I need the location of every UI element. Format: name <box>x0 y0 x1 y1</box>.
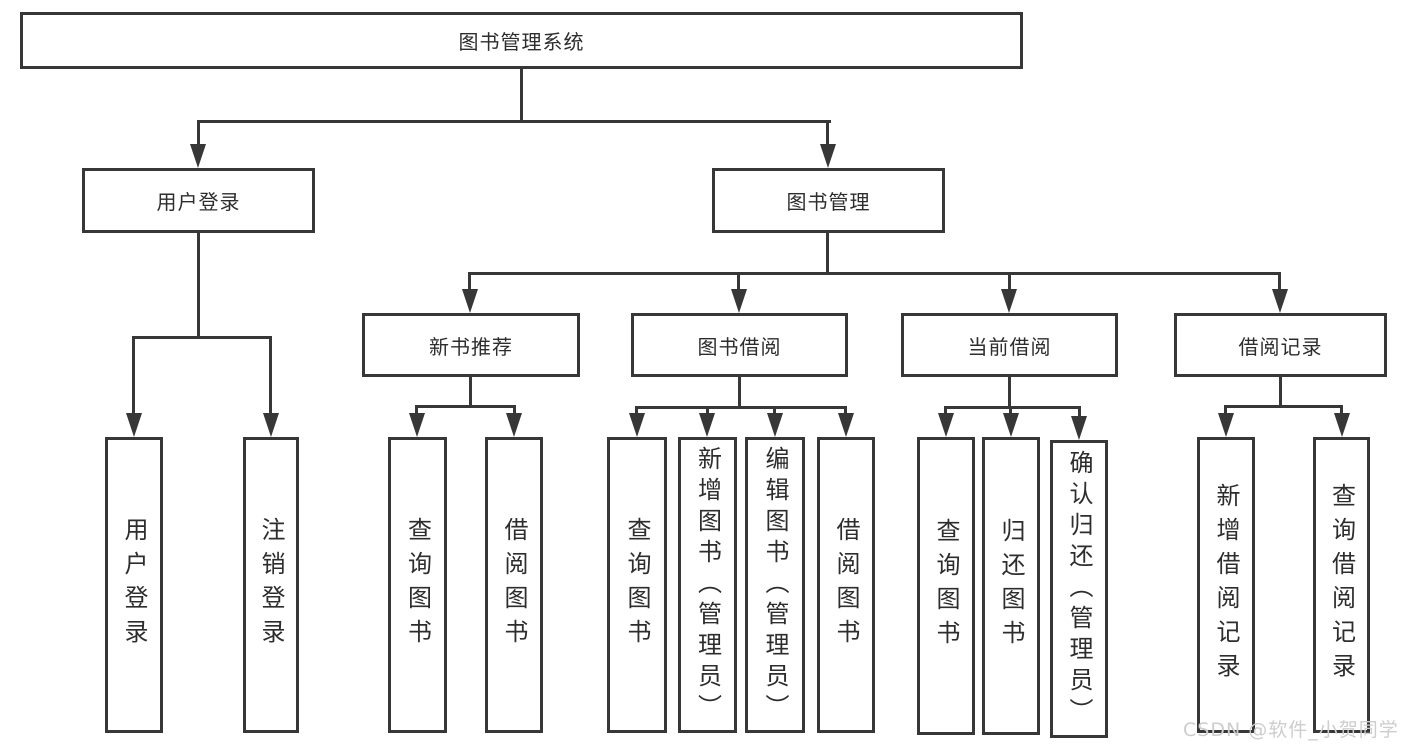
connector-line <box>635 406 847 409</box>
connector-line <box>635 406 638 417</box>
connector-line <box>1078 406 1081 420</box>
arrow-down-icon <box>767 413 783 437</box>
connector-line <box>1009 406 1012 417</box>
connector-line <box>738 375 741 409</box>
arrow-down-icon <box>506 413 522 437</box>
arrow-down-icon <box>629 413 645 437</box>
arrow-down-icon <box>1071 416 1087 440</box>
connector-line <box>269 336 272 416</box>
connector-line <box>844 406 847 417</box>
leaf-edit-books-admin: 编辑图书（管理员） <box>745 437 805 733</box>
connector-line <box>944 406 947 417</box>
leaf-logout: 注销登录 <box>243 437 299 733</box>
arrow-down-icon <box>1001 289 1017 313</box>
arrow-down-icon <box>1334 413 1350 437</box>
connector-line <box>1224 405 1227 417</box>
arrow-down-icon <box>1218 413 1234 437</box>
arrow-down-icon <box>699 413 715 437</box>
connector-line <box>415 405 418 417</box>
connector-line <box>513 405 516 417</box>
arrow-down-icon <box>409 413 425 437</box>
connector-line <box>1340 405 1343 417</box>
connector-line <box>197 120 831 123</box>
node-borrow-records: 借阅记录 <box>1174 313 1387 377</box>
connector-line <box>737 272 740 292</box>
connector-line <box>132 336 135 416</box>
csdn-watermark: CSDN @软件_小贺同学 <box>1183 719 1399 741</box>
node-new-book-recommend: 新书推荐 <box>362 313 580 377</box>
connector-line <box>415 405 516 408</box>
arrow-down-icon <box>731 289 747 313</box>
connector-line <box>1008 375 1011 409</box>
arrow-down-icon <box>190 144 206 168</box>
connector-line <box>520 67 523 123</box>
leaf-return-books: 归还图书 <box>982 437 1040 735</box>
leaf-add-borrow-record: 新增借阅记录 <box>1197 437 1255 733</box>
arrow-down-icon <box>1003 413 1019 437</box>
connector-line <box>1279 375 1282 408</box>
connector-line <box>826 231 829 275</box>
leaf-borrow-books-recommend: 借阅图书 <box>485 437 543 733</box>
connector-line <box>1278 272 1281 292</box>
arrow-down-icon <box>838 413 854 437</box>
connector-line <box>944 406 1081 409</box>
leaf-add-books-admin: 新增图书（管理员） <box>678 437 737 733</box>
arrow-down-icon <box>1272 289 1288 313</box>
node-root-library-system: 图书管理系统 <box>20 12 1023 69</box>
connector-line <box>197 231 200 339</box>
connector-line <box>468 272 471 292</box>
arrow-down-icon <box>126 413 142 437</box>
connector-line <box>706 406 709 417</box>
connector-line <box>773 406 776 417</box>
leaf-borrow-books: 借阅图书 <box>817 437 875 733</box>
leaf-query-borrow-record: 查询借阅记录 <box>1313 437 1370 733</box>
arrow-down-icon <box>820 144 836 168</box>
arrow-down-icon <box>263 413 279 437</box>
node-book-borrow: 图书借阅 <box>631 313 848 377</box>
leaf-query-books-recommend: 查询图书 <box>388 437 447 733</box>
arrow-down-icon <box>462 289 478 313</box>
leaf-query-books-current: 查询图书 <box>917 437 975 735</box>
node-current-borrow: 当前借阅 <box>901 313 1118 377</box>
leaf-confirm-return-admin: 确认归还（管理员） <box>1050 440 1108 738</box>
connector-line <box>132 336 272 339</box>
arrow-down-icon <box>938 413 954 437</box>
connector-line <box>1224 405 1343 408</box>
connector-line <box>1008 272 1011 292</box>
connector-line <box>197 120 200 148</box>
node-book-management: 图书管理 <box>712 168 945 233</box>
leaf-query-books-borrow: 查询图书 <box>607 437 667 733</box>
connector-line <box>826 120 829 148</box>
connector-line <box>468 272 1281 275</box>
node-user-login: 用户登录 <box>82 168 315 233</box>
connector-line <box>469 375 472 408</box>
leaf-user-login: 用户登录 <box>105 437 163 733</box>
